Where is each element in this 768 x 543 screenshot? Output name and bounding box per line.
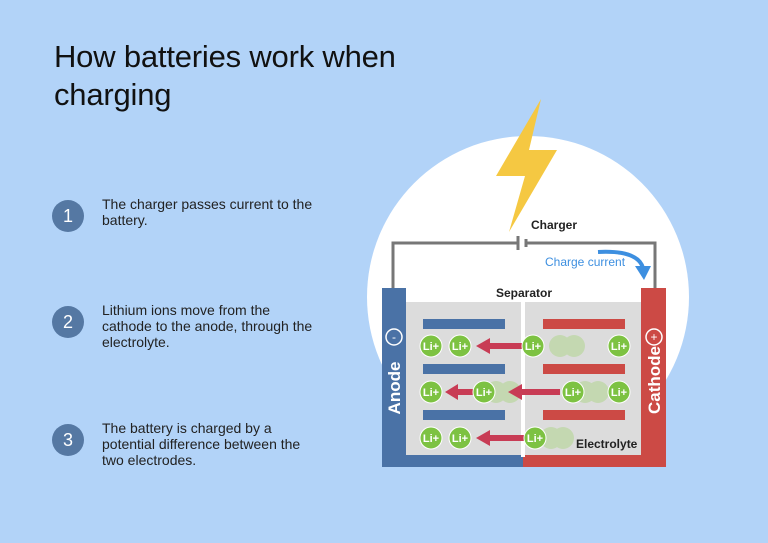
charge-current-arrowhead [635,266,651,280]
charge-current-arrow [597,249,645,269]
step-2: 2 Lithium ions move from the cathode to … [52,302,322,366]
step-3-number: 3 [52,424,84,456]
lithium-ion-label: Li+ [423,341,439,353]
lithium-ion-label: Li+ [525,341,541,353]
lithium-ion-label: Li+ [527,433,543,445]
anode-sign: - [392,330,396,344]
step-2-text: Lithium ions move from the cathode to th… [102,302,313,350]
step-2-number: 2 [52,306,84,338]
separator [521,302,525,457]
separator-label: Separator [496,286,552,300]
cathode-layer [543,410,625,420]
cathode-label: Cathode [645,346,664,414]
lithium-ion-label: Li+ [423,387,439,399]
lithium-ion-label: Li+ [452,433,468,445]
lithium-ion [419,334,443,358]
ion-trails [485,335,609,449]
circuit-wire [391,241,657,290]
lithium-ion [607,380,631,404]
lithium-ion-label: Li+ [452,341,468,353]
step-3: 3 The battery is charged by a potential … [52,420,322,484]
lightning-icon [496,99,557,232]
anode-layer [423,410,505,420]
anode-layer [423,364,505,374]
lithium-ion [448,426,472,450]
lithium-ion [521,334,545,358]
step-3-text: The battery is charged by a potential di… [102,420,301,468]
anode-label: Anode [385,362,404,415]
anode-base [405,455,523,467]
charger-label: Charger [531,218,577,232]
step-1: 1 The charger passes current to the batt… [52,196,322,260]
lithium-ion [419,426,443,450]
cathode-layer [543,319,625,329]
step-1-number: 1 [52,200,84,232]
cathode-layer [543,364,625,374]
lithium-ion-label: Li+ [565,387,581,399]
anode-electrode [382,288,406,467]
cathode-base [523,455,641,467]
lithium-ion [561,380,585,404]
ion-flow-arrows [445,338,560,446]
lithium-ion-label: Li+ [611,387,627,399]
anode-layer [423,319,505,329]
lithium-ion [523,426,547,450]
lithium-ion [607,334,631,358]
lithium-ions: Li+ Li+ Li+ Li+ Li+ Li+ Li+ Li+ Li+ Li+ Li+ [419,334,631,450]
lithium-ion [472,380,496,404]
cathode-terminal-icon [645,328,663,346]
lithium-ion [419,380,443,404]
electrolyte-label: Electrolyte [576,437,638,451]
lithium-ion-label: Li+ [423,433,439,445]
page-title: How batteries work when charging [54,39,396,112]
cathode-electrode [641,288,666,467]
cathode-sign: + [650,330,657,344]
anode-terminal-icon [385,328,403,346]
charge-current-label: Charge current [545,255,626,269]
lithium-ion-label: Li+ [611,341,627,353]
lithium-ion-label: Li+ [476,387,492,399]
lithium-ion [448,334,472,358]
step-1-text: The charger passes current to the batter… [102,196,313,228]
